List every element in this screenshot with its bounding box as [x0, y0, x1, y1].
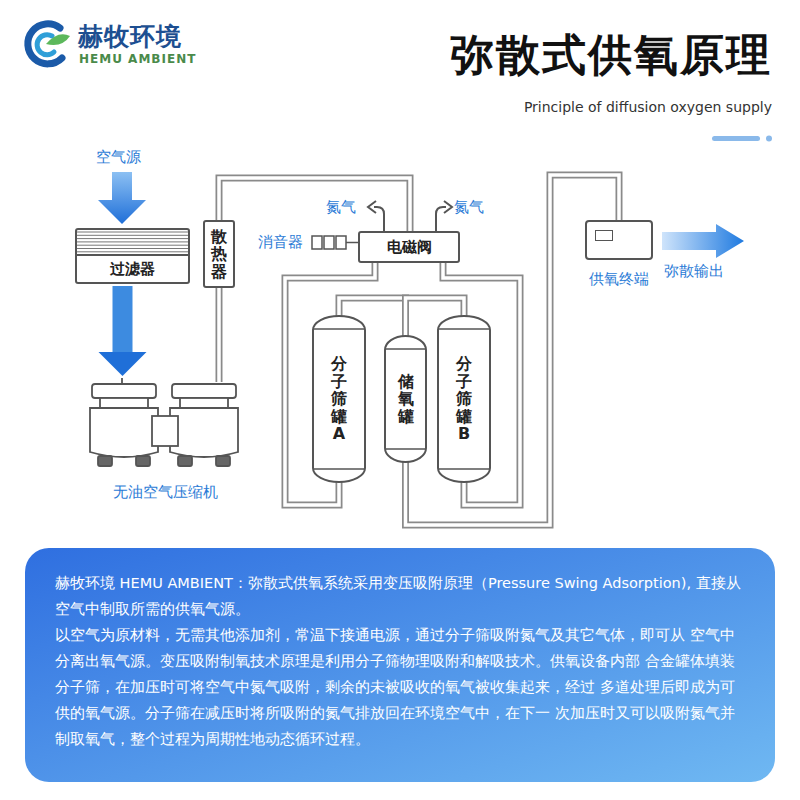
nitrogen-label: 氮气 [454, 198, 484, 217]
node-label: 储氧罐 [398, 373, 414, 426]
filter-box: 过滤器 [75, 228, 190, 284]
terminal-display [595, 230, 613, 241]
subtitle: Principle of diffusion oxygen supply [524, 99, 772, 115]
accent-bar [712, 136, 760, 141]
compressor: 无油空气压缩机 [82, 378, 248, 502]
output-label: 弥散输出 [664, 262, 724, 281]
air-source-label: 空气源 [96, 148, 141, 167]
terminal-box: 供氧终端 [583, 220, 655, 298]
accent-dot [766, 136, 772, 142]
sieve-tank: 分子筛罐A [312, 315, 366, 483]
paragraph: 以空气为原材料，无需其他添加剂，常温下接通电源，通过分子筛吸附氮气及其它气体，即… [55, 622, 745, 752]
brand-subname: HEMU AMBIENT [79, 52, 196, 66]
paragraph: 赫牧环境 HEMU AMBIENT：弥散式供氧系统采用变压吸附原理（Pressu… [55, 570, 745, 622]
radiator-box: 散热器 [203, 220, 235, 288]
air-arrow [98, 172, 146, 224]
node-label: 分子筛罐B [456, 355, 472, 443]
node-label: 分子筛罐A [331, 355, 347, 443]
pipe [219, 288, 220, 382]
valve-box: 电磁阀 [358, 231, 460, 263]
oxygen-tank: 储氧罐 [384, 335, 427, 463]
node-label: 电磁阀 [387, 238, 432, 257]
node-label: 无油空气压缩机 [113, 483, 218, 502]
brand-name: 赫牧环境 [78, 20, 182, 53]
terminal-housing [585, 220, 653, 260]
muffler-label: 消音器 [258, 233, 303, 252]
output-arrow [662, 224, 744, 258]
pipe [219, 178, 410, 231]
node-label: 过滤器 [110, 260, 155, 279]
sieve-tank: 分子筛罐B [437, 315, 491, 483]
compressor-drawing [82, 378, 248, 474]
nitrogen-label: 氮气 [326, 198, 356, 217]
info-panel: 赫牧环境 HEMU AMBIENT：弥散式供氧系统采用变压吸附原理（Pressu… [25, 548, 775, 782]
page-title: 弥散式供氧原理 [450, 26, 772, 85]
flow-arrow [99, 286, 147, 376]
info-panel-ground [25, 548, 775, 782]
logo-icon [28, 24, 70, 64]
muffler-symbol [312, 236, 358, 249]
node-label: 散热器 [211, 228, 227, 281]
node-label: 供氧终端 [589, 270, 649, 289]
filter-stripes [77, 230, 188, 256]
